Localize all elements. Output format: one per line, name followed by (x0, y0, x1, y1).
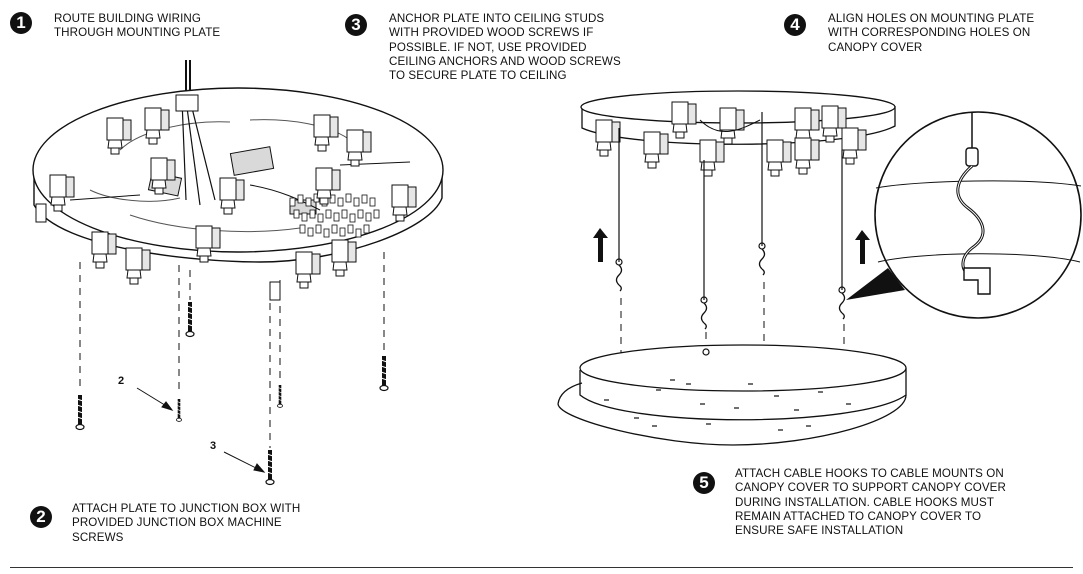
step-text: ALIGN HOLES ON MOUNTING PLATE WITH CORRE… (828, 12, 1035, 54)
ceiling-plate (580, 90, 896, 177)
step-badge: 1 (10, 12, 32, 34)
bottom-rule (10, 567, 1073, 568)
callout-label-2: 2 (118, 375, 125, 387)
screws (74, 300, 390, 487)
up-arrows (593, 228, 870, 264)
mounting-plate (32, 60, 444, 301)
hook-detail-zoom (846, 111, 1082, 319)
step-text: ROUTE BUILDING WIRING THROUGH MOUNTING P… (54, 12, 221, 40)
canopy-cover (557, 344, 907, 446)
step-badge: 3 (345, 14, 367, 36)
callout-arrows (136, 387, 266, 473)
cable-hooks (615, 242, 846, 330)
step-text: ANCHOR PLATE INTO CEILING STUDS WITH PRO… (389, 12, 621, 83)
step-badge: 5 (693, 472, 715, 494)
step-4: 4 ALIGN HOLES ON MOUNTING PLATE WITH COR… (784, 10, 1079, 70)
step-badge: 2 (30, 506, 52, 528)
step-text: ATTACH PLATE TO JUNCTION BOX WITH PROVID… (72, 502, 301, 544)
step-2: 2 ATTACH PLATE TO JUNCTION BOX WITH PROV… (30, 500, 370, 556)
screw-guide-lines (79, 252, 385, 448)
support-cables (618, 112, 843, 300)
step-badge: 4 (784, 14, 806, 36)
callout-label-3: 3 (210, 440, 217, 452)
step-3: 3 ANCHOR PLATE INTO CEILING STUDS WITH P… (345, 10, 675, 100)
step-text: ATTACH CABLE HOOKS TO CABLE MOUNTS ON CA… (735, 467, 1006, 538)
step-5: 5 ATTACH CABLE HOOKS TO CABLE MOUNTS ON … (693, 466, 1073, 556)
step-1: 1 ROUTE BUILDING WIRING THROUGH MOUNTING… (10, 10, 310, 50)
